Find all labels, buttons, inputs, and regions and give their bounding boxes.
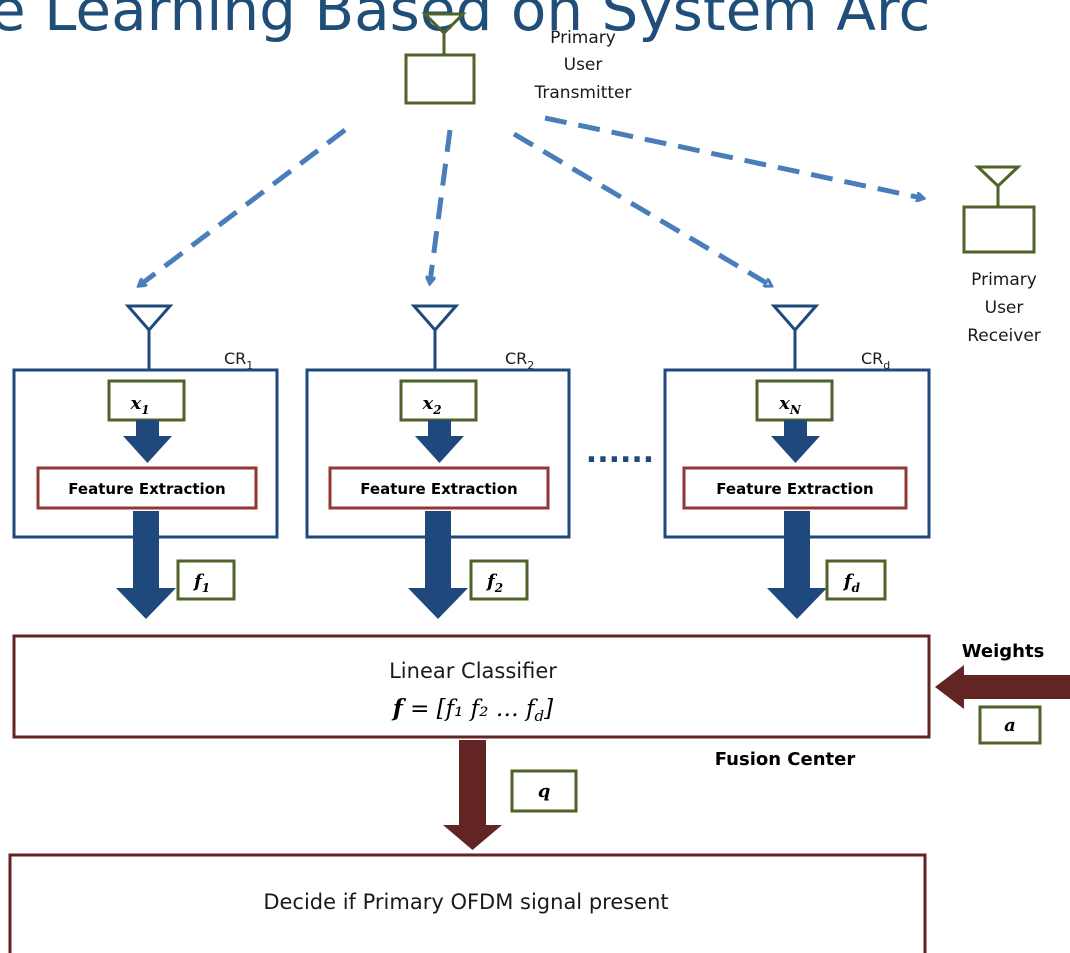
signal-arrow-receiver <box>544 115 922 198</box>
svg-text:User: User <box>564 55 603 75</box>
cr1-label: CR1 <box>224 349 253 372</box>
crd-input: xN <box>778 393 802 417</box>
crd-input-box <box>755 379 834 422</box>
fusion-center-label: Fusion Center <box>715 749 856 770</box>
crd-feature-extraction-label: Feature Extraction <box>716 480 873 498</box>
primary-rx-antenna-icon <box>962 165 1036 254</box>
feature-f2: f2 <box>485 571 503 595</box>
cr1-feature-extraction-label: Feature Extraction <box>68 480 225 498</box>
feature-arrow-d: fd <box>767 511 887 619</box>
svg-text:Primary: Primary <box>550 28 616 48</box>
weights-input: Weights a <box>935 641 1070 745</box>
feature-f1: f1 <box>192 571 210 595</box>
decision-text: Decide if Primary OFDM signal present <box>263 890 668 914</box>
decision-block: Decide if Primary OFDM signal present <box>8 853 927 953</box>
cr2-input-box <box>399 379 478 422</box>
output-arrow: q <box>443 740 578 850</box>
svg-text:User: User <box>985 298 1024 318</box>
feature-arrow-1: f1 <box>116 511 236 619</box>
crd-antenna-icon <box>770 304 820 370</box>
classifier-box <box>12 634 931 739</box>
weights-symbol: a <box>1004 715 1016 736</box>
output-symbol: q <box>538 781 551 802</box>
weights-arrow <box>935 665 964 709</box>
svg-text:Primary: Primary <box>971 270 1037 290</box>
linear-classifier: Linear Classifier f = [f₁ f₂ … fd] <box>12 634 931 739</box>
decision-box <box>8 853 927 953</box>
cr1-antenna-icon <box>124 304 174 370</box>
svg-text:Transmitter: Transmitter <box>534 83 632 103</box>
signal-arrow-crd <box>512 131 770 285</box>
cr1-down-arrow <box>123 436 172 463</box>
crd-down-arrow <box>771 436 820 463</box>
crd-label: CRd <box>861 349 890 372</box>
cr-ellipsis: ...... <box>586 435 654 470</box>
cr2-input: x2 <box>421 393 441 417</box>
cr-node-1: CR1 x1 Feature Extraction <box>12 304 279 539</box>
svg-text:Receiver: Receiver <box>967 326 1041 346</box>
classifier-title: Linear Classifier <box>389 659 557 683</box>
cr-node-d: CRd xN Feature Extraction <box>663 304 931 539</box>
crd-feature-extraction-box <box>682 466 908 510</box>
cr2-down-arrow <box>415 436 464 463</box>
cr1-input: x1 <box>129 393 149 417</box>
signal-arrow-cr2 <box>430 129 453 282</box>
cr2-feature-extraction-box <box>328 466 550 510</box>
signal-arrow-cr1 <box>140 128 347 285</box>
cr2-label: CR2 <box>505 349 534 372</box>
primary-tx-antenna-icon <box>404 12 476 105</box>
cr1-input-box <box>107 379 186 422</box>
feature-arrow-2: f2 <box>408 511 529 619</box>
feature-fd: fd <box>842 571 861 595</box>
classifier-formula: f = [f₁ f₂ … fd] <box>391 695 553 725</box>
primary-tx-label: Primary User Transmitter <box>534 28 632 103</box>
cr-node-2: CR2 x2 Feature Extraction <box>305 304 571 539</box>
weights-label: Weights <box>962 641 1045 662</box>
cr2-antenna-icon <box>410 304 460 370</box>
cr1-feature-extraction-box <box>36 466 258 510</box>
primary-rx-label: Primary User Receiver <box>967 270 1041 346</box>
title-fragment: e Learning Based on System Arc <box>0 0 930 44</box>
cr2-feature-extraction-label: Feature Extraction <box>360 480 517 498</box>
